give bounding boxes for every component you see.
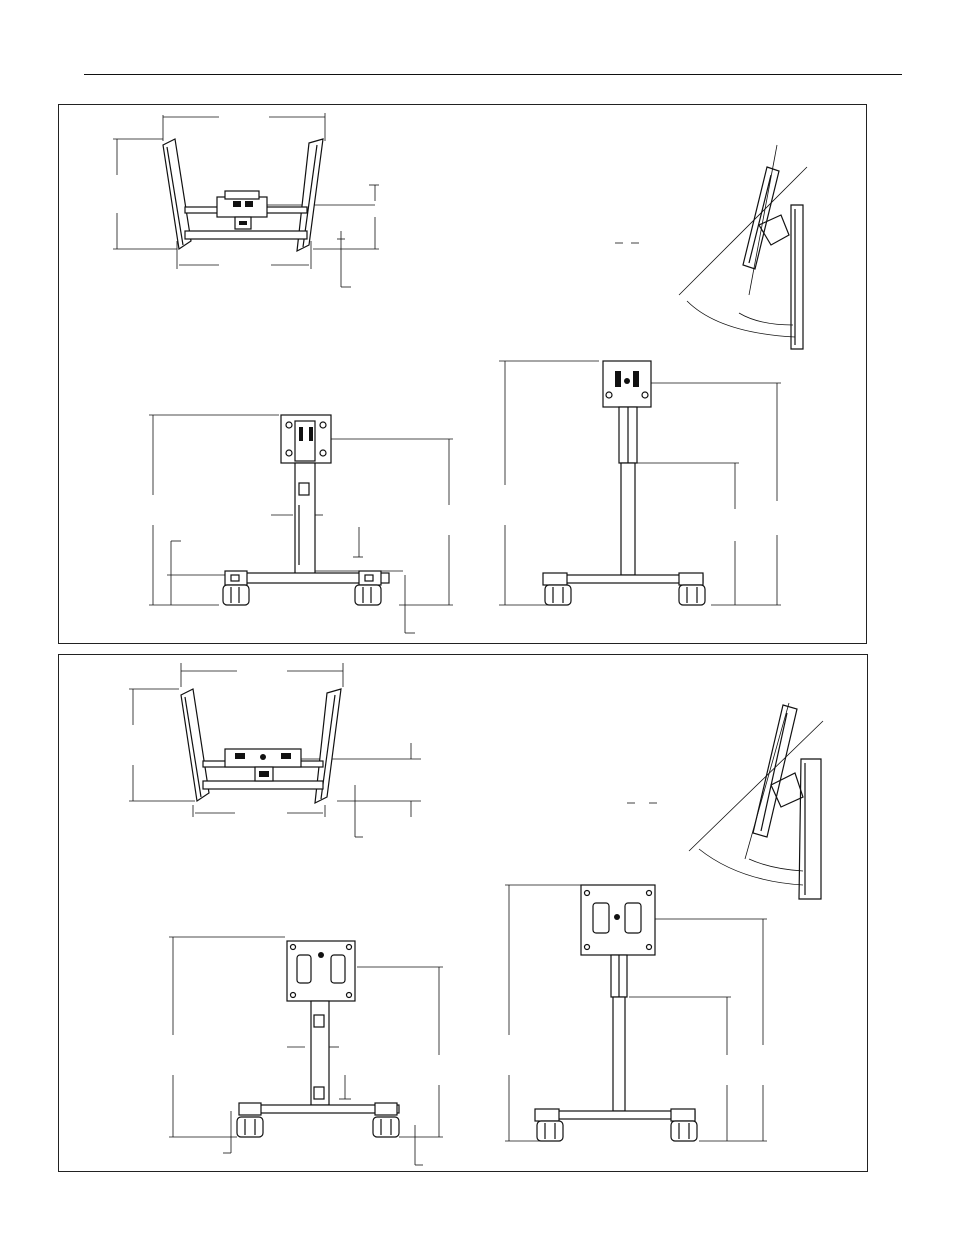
top-view-diagram — [113, 113, 379, 287]
column — [611, 955, 627, 1111]
casters — [223, 585, 381, 605]
base — [543, 573, 703, 585]
side-view-diagram — [499, 361, 781, 605]
base — [225, 571, 389, 585]
header-rule — [84, 74, 902, 75]
angle-guide-lines — [627, 703, 823, 885]
panel-top-drawing — [59, 105, 868, 645]
panel-bottom-drawing — [59, 655, 869, 1173]
base — [239, 1103, 399, 1115]
column — [295, 463, 315, 575]
casters — [237, 1117, 399, 1137]
column — [619, 407, 637, 575]
casters — [545, 585, 705, 605]
mount-plate — [603, 361, 651, 407]
mount-plate — [581, 885, 655, 955]
mount-bracket — [217, 191, 267, 229]
tilt-detail-diagram — [615, 145, 807, 349]
side-view-diagram — [505, 885, 767, 1141]
mount-plate — [287, 941, 355, 1001]
front-view-diagram — [149, 415, 453, 633]
column — [311, 1001, 329, 1105]
mount-bracket — [225, 749, 301, 781]
base — [535, 1109, 695, 1121]
tilted-panel — [753, 705, 803, 837]
tilt-detail-diagram — [627, 703, 823, 899]
display-outline — [799, 759, 821, 899]
casters — [537, 1121, 697, 1141]
front-view-diagram — [169, 937, 443, 1165]
mount-plate — [281, 415, 331, 463]
diagram-panel-bottom — [58, 654, 868, 1172]
top-view-diagram — [129, 663, 421, 837]
display-outline — [791, 205, 803, 349]
tilted-panel — [743, 167, 789, 269]
diagram-panel-top — [58, 104, 867, 644]
